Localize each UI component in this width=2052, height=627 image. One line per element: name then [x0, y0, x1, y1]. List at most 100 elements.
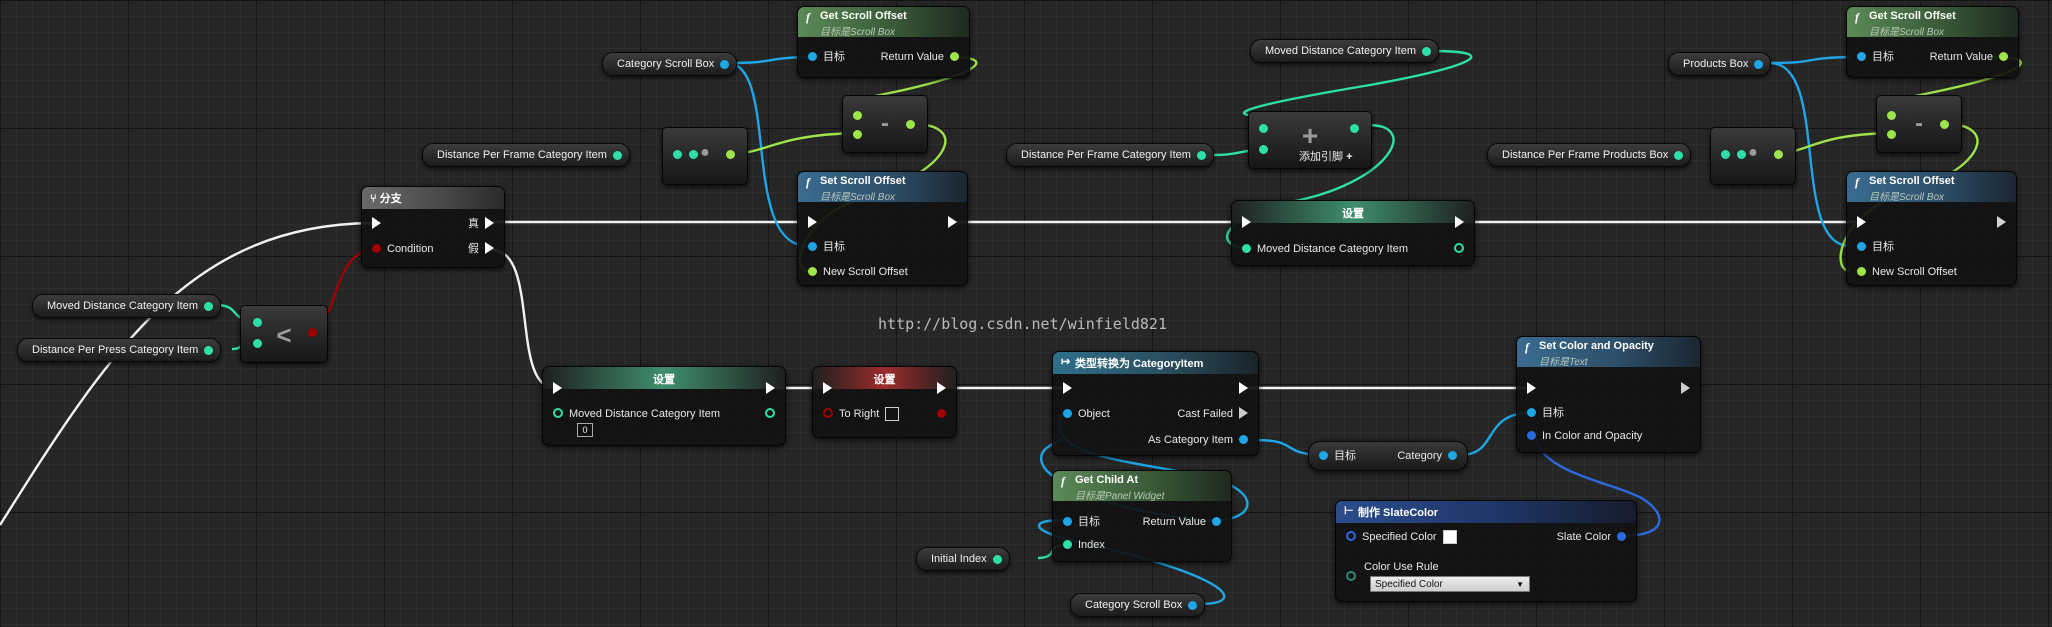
exec-in-pin[interactable]: [1527, 382, 1536, 395]
float-pin[interactable]: [1940, 120, 1949, 129]
get-scroll-offset-node-2[interactable]: f Get Scroll Offset 目标是Scroll Box 目标 Ret…: [1846, 6, 2019, 78]
exec-out-row[interactable]: [1455, 216, 1464, 230]
object-pin[interactable]: [808, 241, 817, 251]
object-pin[interactable]: [1188, 601, 1198, 610]
int-out-pin[interactable]: [1454, 243, 1464, 254]
struct-pin[interactable]: [1617, 531, 1626, 541]
value-out-row[interactable]: [937, 407, 946, 421]
rule-pin-row[interactable]: [1346, 570, 1356, 584]
int-pin[interactable]: [673, 150, 682, 159]
exec-in-row[interactable]: [823, 382, 832, 396]
exec-in-pin[interactable]: [823, 382, 832, 395]
int-pin[interactable]: [1422, 47, 1432, 56]
bool-pin[interactable]: [308, 328, 317, 337]
default-value-row[interactable]: 0: [577, 423, 593, 437]
target-row[interactable]: 目标: [1857, 240, 1900, 254]
var-category-scroll-box-2[interactable]: Category Scroll Box: [1070, 593, 1206, 617]
exec-out-row[interactable]: [948, 216, 957, 230]
int-pin[interactable]: [1063, 539, 1072, 549]
float-pin[interactable]: [1887, 111, 1896, 120]
exec-out-pin[interactable]: [1455, 216, 1464, 229]
new-offset-row[interactable]: New Scroll Offset: [1857, 265, 1963, 279]
bool-out-pin[interactable]: [937, 408, 946, 418]
specified-color-row[interactable]: Specified Color: [1346, 530, 1457, 545]
set-variable-node-2[interactable]: 设置 Moved Distance Category Item 0: [542, 366, 786, 446]
object-pin[interactable]: [1063, 516, 1072, 526]
target-row[interactable]: 目标: [1063, 515, 1106, 529]
object-pin[interactable]: [808, 51, 817, 61]
exec-out-pin[interactable]: [1239, 407, 1248, 420]
bool-pin[interactable]: [372, 243, 381, 253]
slate-color-out-row[interactable]: Slate Color: [1551, 530, 1626, 544]
float-pin[interactable]: [1774, 150, 1783, 159]
value-out-row[interactable]: [1454, 242, 1464, 256]
var-moved-distance-category-item[interactable]: Moved Distance Category Item: [1250, 39, 1440, 63]
object-pin[interactable]: [1239, 434, 1248, 444]
object-pin[interactable]: [1319, 450, 1328, 460]
int-out-pin[interactable]: [765, 408, 775, 419]
object-pin[interactable]: [1448, 450, 1457, 460]
float-pin[interactable]: [906, 120, 915, 129]
set-variable-node[interactable]: 设置 Moved Distance Category Item: [1231, 200, 1475, 266]
exec-out-pin[interactable]: [1681, 382, 1690, 395]
object-pin[interactable]: [1857, 51, 1866, 61]
int-pin[interactable]: [1242, 243, 1251, 253]
object-row[interactable]: Object: [1063, 407, 1116, 421]
target-row[interactable]: 目标: [1527, 406, 1570, 420]
exec-out-pin[interactable]: [948, 216, 957, 229]
category-getter-node[interactable]: 目标 Category: [1308, 441, 1468, 471]
true-row[interactable]: 真: [462, 217, 494, 231]
var-distance-per-frame-products-box[interactable]: Distance Per Frame Products Box: [1487, 143, 1692, 167]
float-pin[interactable]: [853, 111, 862, 120]
target-row[interactable]: 目标: [1857, 50, 1900, 64]
int-pin[interactable]: [1259, 124, 1268, 133]
float-pin[interactable]: [726, 150, 735, 159]
subtract-node-2[interactable]: -: [1876, 95, 1962, 153]
var-products-box[interactable]: Products Box: [1668, 52, 1772, 76]
enum-pin[interactable]: [1346, 571, 1356, 582]
int-pin[interactable]: [253, 318, 262, 327]
multiply-node-2[interactable]: ●: [1710, 127, 1796, 185]
int-pin[interactable]: [689, 150, 698, 159]
int-pin[interactable]: [253, 339, 262, 348]
float-pin[interactable]: [1857, 266, 1866, 276]
value-out-row[interactable]: [765, 407, 775, 421]
object-pin[interactable]: [1754, 60, 1764, 69]
exec-out-row[interactable]: [766, 382, 775, 396]
target-row[interactable]: 目标: [808, 240, 851, 254]
exec-out-pin[interactable]: [1997, 216, 2006, 229]
int-pin[interactable]: [553, 408, 563, 419]
to-right-checkbox[interactable]: [885, 407, 900, 422]
category-row[interactable]: Category: [1391, 449, 1457, 463]
multiply-node[interactable]: ●: [662, 127, 748, 185]
target-row[interactable]: 目标: [808, 50, 851, 64]
exec-in-pin[interactable]: [1242, 216, 1251, 229]
float-pin[interactable]: [1999, 51, 2008, 61]
set-variable-node-3[interactable]: 设置 To Right: [812, 366, 957, 438]
float-pin[interactable]: [1887, 130, 1896, 139]
make-slatecolor-node[interactable]: ⊢ 制作 SlateColor Specified Color Slate Co…: [1335, 500, 1637, 602]
exec-out-row[interactable]: [1239, 382, 1248, 396]
value-row[interactable]: Moved Distance Category Item: [553, 407, 726, 421]
float-pin[interactable]: [853, 130, 862, 139]
bool-pin[interactable]: [823, 408, 833, 419]
subtract-node[interactable]: -: [842, 95, 928, 153]
set-color-and-opacity-node[interactable]: f Set Color and Opacity 目标是Text 目标 In Co…: [1516, 336, 1701, 453]
exec-in-row[interactable]: [372, 217, 381, 231]
color-row[interactable]: In Color and Opacity: [1527, 429, 1648, 443]
struct-pin[interactable]: [1527, 430, 1536, 440]
false-row[interactable]: 假: [462, 242, 494, 256]
var-distance-per-press-category-item[interactable]: Distance Per Press Category Item: [17, 338, 222, 362]
int-pin[interactable]: [1674, 151, 1684, 160]
var-category-scroll-box[interactable]: Category Scroll Box: [602, 52, 738, 76]
condition-row[interactable]: Condition: [372, 242, 439, 256]
cast-node[interactable]: ↦ 类型转换为 CategoryItem Object Cast Failed …: [1052, 351, 1259, 456]
object-pin[interactable]: [720, 60, 730, 69]
float-pin[interactable]: [808, 266, 817, 276]
var-distance-per-frame-category-item-2[interactable]: Distance Per Frame Category Item: [1006, 143, 1214, 167]
color-pin[interactable]: [1346, 531, 1356, 542]
index-row[interactable]: Index: [1063, 538, 1111, 552]
int-pin[interactable]: [1259, 145, 1268, 154]
exec-in-pin[interactable]: [808, 216, 817, 229]
object-pin[interactable]: [1063, 408, 1072, 418]
